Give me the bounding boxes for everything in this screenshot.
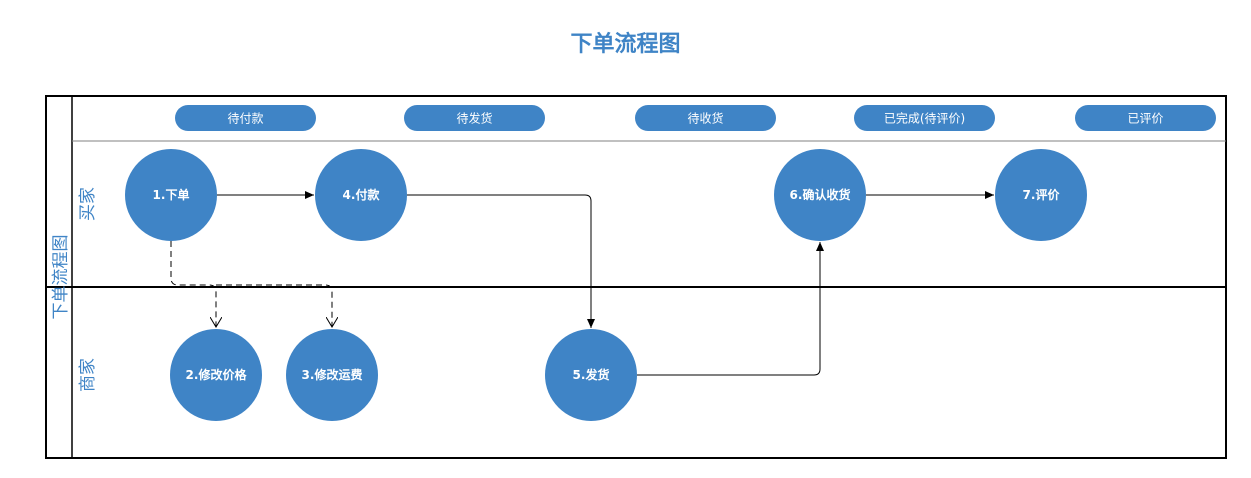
pool-label: 下单流程图 — [51, 235, 71, 320]
node-label: 3.修改运费 — [302, 367, 363, 382]
state-pill: 已评价 — [1075, 105, 1216, 131]
node-place-order: 1.下单 — [125, 149, 217, 241]
state-pill: 待收货 — [635, 105, 776, 131]
node-label: 6.确认收货 — [790, 187, 851, 202]
node-label: 1.下单 — [153, 187, 190, 202]
node-label: 4.付款 — [343, 187, 381, 202]
node-label: 7.评价 — [1023, 188, 1061, 202]
node-label: 5.发货 — [573, 367, 610, 382]
state-label: 已完成(待评价) — [884, 111, 965, 126]
state-pill: 待付款 — [175, 105, 316, 131]
node-review: 7.评价 — [995, 149, 1087, 241]
node-modify-price: 2.修改价格 — [170, 329, 262, 421]
state-pill: 待发货 — [404, 105, 545, 131]
state-pill: 已完成(待评价) — [854, 105, 995, 131]
pool-frame — [45, 95, 1227, 459]
edge-pay-to-ship — [406, 194, 595, 328]
edge-ship-to-confirm — [637, 242, 824, 376]
lane-label-seller: 商家 — [78, 358, 98, 392]
state-label: 待收货 — [687, 111, 723, 126]
node-modify-shipping: 3.修改运费 — [286, 329, 378, 421]
state-label: 待发货 — [456, 111, 492, 126]
edge-order-to-modify-shipping — [216, 284, 332, 327]
node-confirm-receipt: 6.确认收货 — [774, 149, 866, 241]
edge-order-to-modify-price — [170, 241, 216, 327]
state-label: 已评价 — [1127, 112, 1163, 126]
state-label: 待付款 — [227, 112, 263, 126]
page-title: 下单流程图 — [570, 32, 681, 57]
lane-label-buyer: 买家 — [78, 187, 98, 221]
node-ship: 5.发货 — [545, 329, 637, 421]
node-label: 2.修改价格 — [186, 367, 248, 382]
node-pay: 4.付款 — [315, 149, 407, 241]
